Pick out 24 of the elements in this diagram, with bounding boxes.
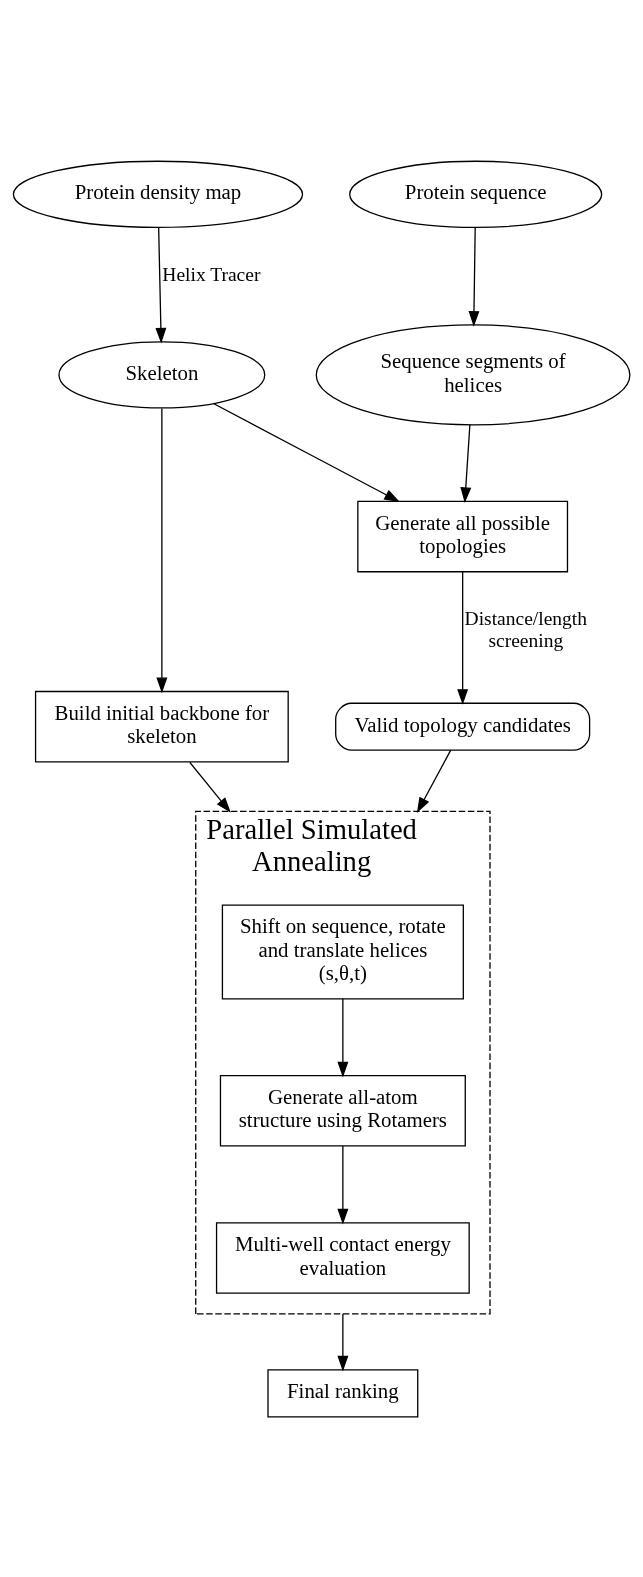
node-ellipse: Sequence segments of helices bbox=[315, 323, 631, 425]
node-box: Multi-well contact energy evaluation bbox=[215, 1221, 470, 1294]
arrow bbox=[337, 1144, 349, 1224]
edge-label: Helix Tracer bbox=[162, 263, 261, 285]
node-box: Final ranking bbox=[267, 1368, 419, 1417]
arrow bbox=[457, 570, 469, 705]
arrow bbox=[337, 1312, 349, 1371]
node-ellipse: Protein sequence bbox=[349, 160, 603, 228]
node-box: Generate all-atom structure using Rotamers bbox=[219, 1074, 466, 1147]
arrow bbox=[156, 407, 168, 693]
arrow bbox=[337, 997, 349, 1077]
node-ellipse: Protein density map bbox=[12, 160, 304, 228]
node-box: Build initial backbone for skeleton bbox=[34, 690, 289, 762]
node-box: Generate all possible topologies bbox=[357, 500, 569, 572]
arrow bbox=[460, 423, 472, 503]
node-box: Shift on sequence, rotate and translate helices (s,θ,t) bbox=[221, 903, 464, 999]
arrow bbox=[155, 226, 167, 344]
edge-label: Distance/length screening bbox=[464, 607, 588, 651]
arrow bbox=[416, 749, 452, 813]
arrow bbox=[213, 402, 400, 502]
node-box: Valid topology candidates bbox=[335, 702, 591, 751]
arrow bbox=[189, 761, 231, 813]
arrow bbox=[468, 226, 480, 327]
node-ellipse: Skeleton bbox=[58, 340, 266, 409]
